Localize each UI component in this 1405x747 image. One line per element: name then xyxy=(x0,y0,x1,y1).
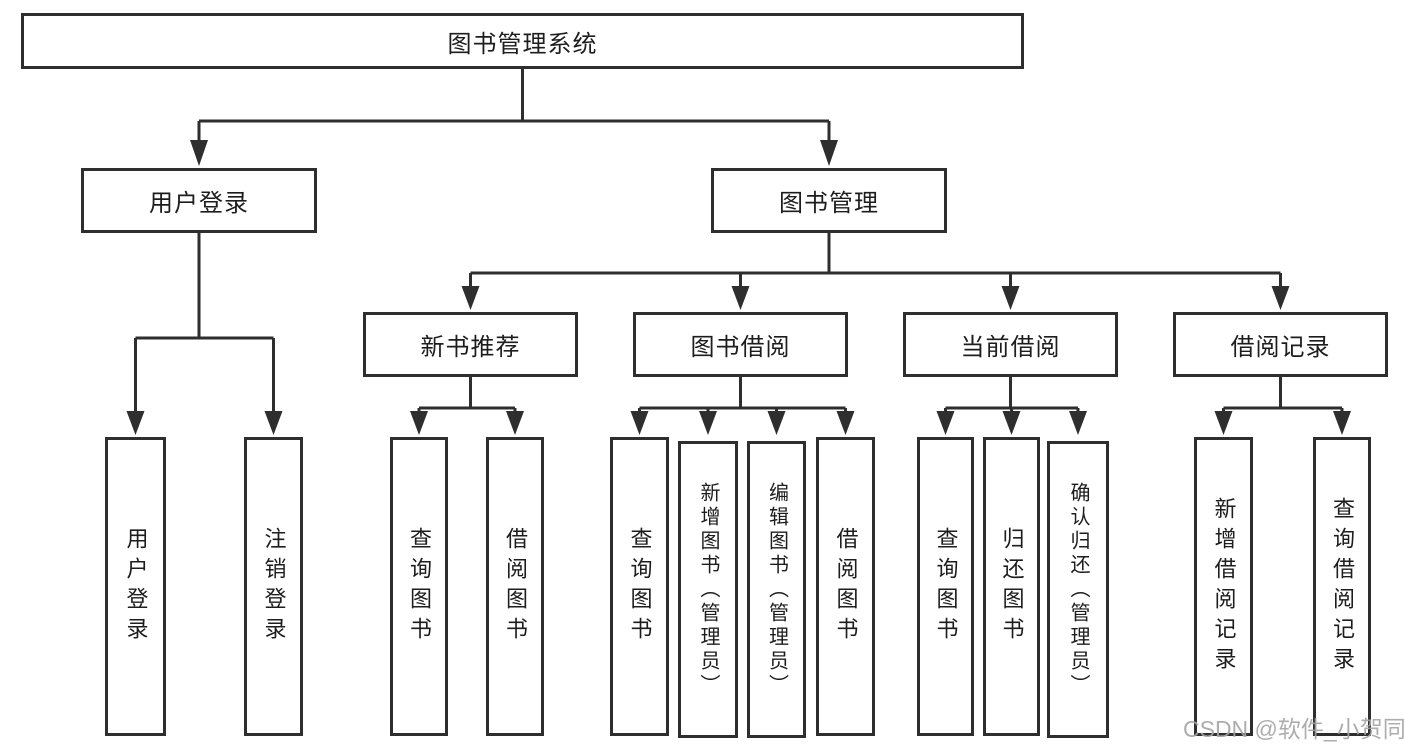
leaf-return-book: 归还图书 xyxy=(983,437,1040,736)
leaf-logout-login: 注销登录 xyxy=(244,437,303,736)
leaf-add-book-admin: 新增图书（管理员） xyxy=(678,441,738,738)
node-book-management: 图书管理 xyxy=(711,168,947,233)
csdn-watermark: CSDN @软件_小贺同学 xyxy=(1183,716,1405,742)
node-book-borrowing: 图书借阅 xyxy=(633,312,848,377)
leaf-borrow-books-borrowing: 借阅图书 xyxy=(816,437,875,736)
leaf-confirm-return-admin: 确认归还（管理员） xyxy=(1047,441,1109,738)
node-user-login: 用户登录 xyxy=(81,168,317,233)
leaf-user-login: 用户登录 xyxy=(105,437,166,736)
node-borrowing-records: 借阅记录 xyxy=(1173,312,1388,377)
leaf-query-borrow-record: 查询借阅记录 xyxy=(1313,437,1371,736)
node-current-borrowing: 当前借阅 xyxy=(903,312,1118,377)
leaf-query-books-current: 查询图书 xyxy=(917,437,974,736)
leaf-borrow-books-recommend: 借阅图书 xyxy=(486,437,544,736)
leaf-query-books-recommend: 查询图书 xyxy=(390,437,448,736)
node-new-book-recommendation: 新书推荐 xyxy=(363,312,578,377)
leaf-query-books-borrowing: 查询图书 xyxy=(610,437,669,736)
node-library-management-system: 图书管理系统 xyxy=(21,13,1024,69)
leaf-add-borrow-record: 新增借阅记录 xyxy=(1194,437,1253,736)
leaf-edit-book-admin: 编辑图书（管理员） xyxy=(747,441,806,738)
